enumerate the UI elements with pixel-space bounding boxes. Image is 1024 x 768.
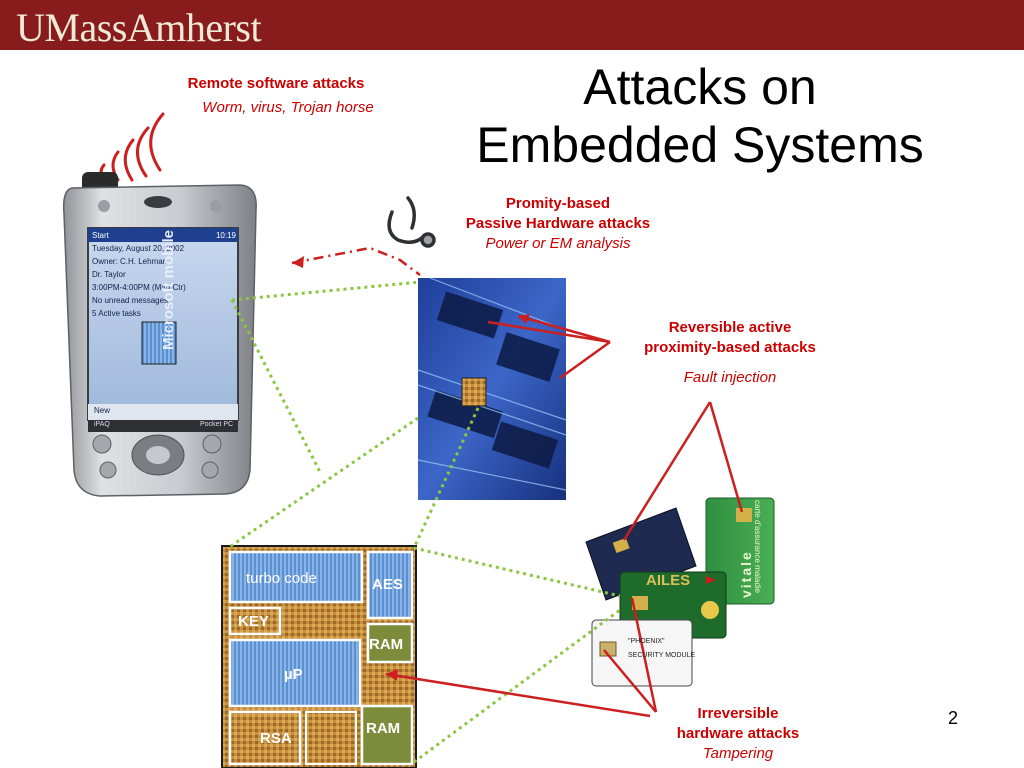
chip-label-rsa: RSA	[260, 730, 292, 747]
pda-tasks: 5 Active tasks	[92, 309, 141, 318]
reversible-attacks-label: Reversible active proximity-based attack…	[606, 318, 854, 388]
title-line-1: Attacks on	[583, 59, 817, 115]
pda-chip-inset	[141, 321, 177, 365]
connector-lines	[227, 280, 621, 764]
slide-title: Attacks on Embedded Systems	[420, 58, 980, 174]
vitale-card-side-text: carte d'assurance maladie	[753, 500, 762, 594]
irreversible-attacks-detail: Tampering	[702, 745, 774, 762]
passive-attacks-detail: Power or EM analysis	[485, 235, 631, 252]
pda-screen-text: Start 10:19 Tuesday, August 20, 2002 Owne…	[92, 229, 236, 320]
remote-attacks-heading: Remote software attacks	[187, 75, 365, 92]
bank-card	[585, 507, 697, 601]
chip-label-turbo: turbo code	[246, 570, 317, 587]
wireless-waves-icon	[99, 112, 165, 182]
chip-label-aes: AES	[372, 576, 403, 593]
reversible-attacks-heading-2: proximity-based attacks	[644, 339, 816, 356]
reversible-attacks-heading-1: Reversible active	[668, 319, 792, 336]
chip-die-image	[221, 545, 417, 768]
probe-dash-line	[291, 246, 421, 276]
pda-appointment-time: 3:00PM-4:00PM (Med Ctr)	[92, 283, 186, 292]
attack-arrows	[385, 314, 744, 718]
irreversible-attacks-label: Irreversible hardware attacks Tampering	[636, 704, 840, 764]
phoenix-security-card	[591, 619, 693, 687]
pda-brand: Microsoft mobile	[160, 229, 177, 350]
pda-clock: 10:19	[215, 231, 236, 240]
vitale-card-text: vitale	[738, 550, 754, 598]
remote-attacks-detail: Worm, virus, Trojan horse	[202, 99, 374, 116]
passive-attacks-heading-1: Promity-based	[505, 195, 611, 212]
passive-attacks-heading-2: Passive Hardware attacks	[465, 215, 651, 232]
header-banner: UMassAmherst	[0, 0, 1024, 50]
pda-appointment: Dr. Taylor	[92, 270, 126, 279]
circuit-board-image	[417, 277, 567, 500]
passive-attacks-label: Promity-based Passive Hardware attacks P…	[428, 194, 688, 254]
pda-date: Tuesday, August 20, 2002	[92, 244, 185, 253]
page-number: 2	[948, 708, 959, 728]
chip-label-ram-1: RAM	[369, 636, 404, 653]
phoenix-card-text-2: SECURITY MODULE	[628, 652, 696, 659]
pda-messages: No unread messages	[92, 296, 169, 305]
remote-attacks-label: Remote software attacks Worm, virus, Tro…	[150, 74, 402, 118]
reversible-attacks-detail: Fault injection	[683, 369, 777, 386]
stethoscope-icon	[387, 196, 436, 248]
arrow-heads	[386, 314, 530, 681]
chip-label-ram-2: RAM	[366, 720, 401, 737]
pda-ipaq-label: iPAQ	[94, 421, 110, 428]
pda-new-label: New	[94, 406, 111, 415]
title-line-2: Embedded Systems	[476, 117, 924, 173]
pda-start-label: Start	[92, 231, 109, 240]
ailes-card-text: AILES	[646, 572, 691, 589]
pda-pocketpc-label: Pocket PC	[200, 421, 234, 428]
pda-owner: Owner: C.H. Lehman	[92, 257, 168, 266]
irreversible-attacks-heading-1: Irreversible	[697, 705, 779, 722]
umass-logo: UMassAmherst	[16, 5, 262, 50]
irreversible-attacks-heading-2: hardware attacks	[676, 725, 800, 742]
phoenix-card-text-1: "PHOENIX"	[628, 638, 665, 645]
chip-label-up: µP	[284, 666, 303, 683]
chip-label-key: KEY	[238, 613, 269, 630]
